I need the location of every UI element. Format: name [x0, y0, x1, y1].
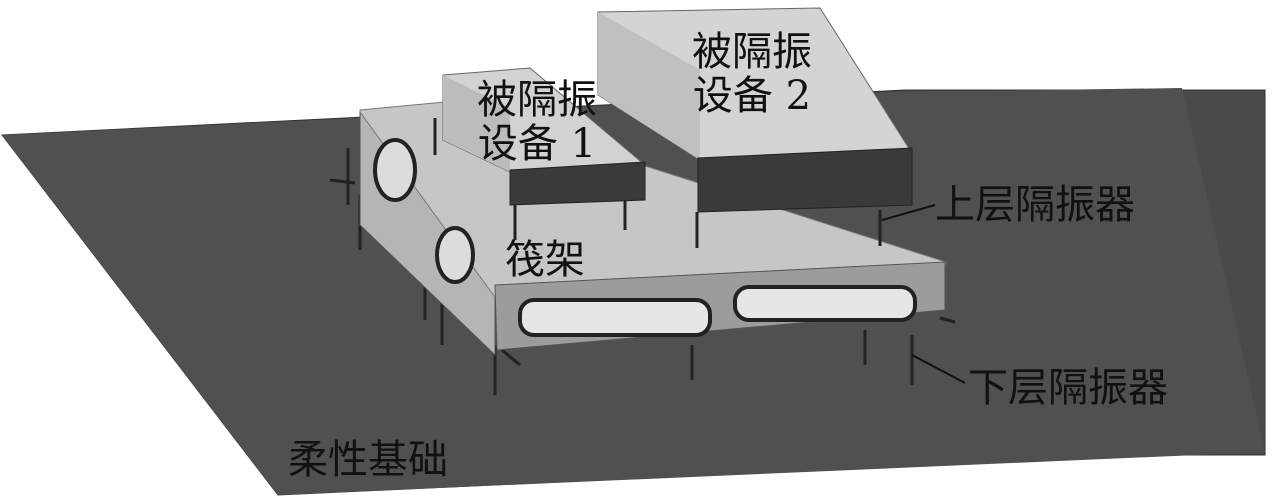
lower-isolator-label: 下层隔振器 [968, 365, 1168, 411]
lower-isolator-leader [911, 354, 966, 384]
device-1-label-line-2: 设备 1 [477, 121, 597, 167]
device-2-label-line-1: 被隔振 [692, 29, 812, 75]
raft-label: 筏架 [505, 237, 585, 283]
device-1-left-side [443, 75, 510, 172]
raft-side-opening-1 [373, 138, 417, 202]
raft-opening-right [733, 285, 917, 322]
upper-isolator-leader [881, 204, 936, 221]
device-1-label-line-1: 被隔振 [477, 77, 597, 123]
upper-isolator-label: 上层隔振器 [935, 182, 1135, 228]
foundation-label: 柔性基础 [288, 437, 448, 483]
lower-isolators [329, 148, 956, 395]
device-2-label-line-2: 设备 2 [692, 73, 812, 119]
raft-opening-left [518, 298, 712, 337]
device-2-label: 被隔振 设备 2 [672, 30, 832, 118]
device-1-front [509, 161, 646, 206]
device-1-label: 被隔振 设备 1 [462, 78, 612, 166]
upper-isolators [433, 118, 882, 248]
raft-side-opening-2 [435, 226, 475, 284]
device-2-left-side [598, 12, 700, 160]
device-2-front [697, 147, 913, 213]
